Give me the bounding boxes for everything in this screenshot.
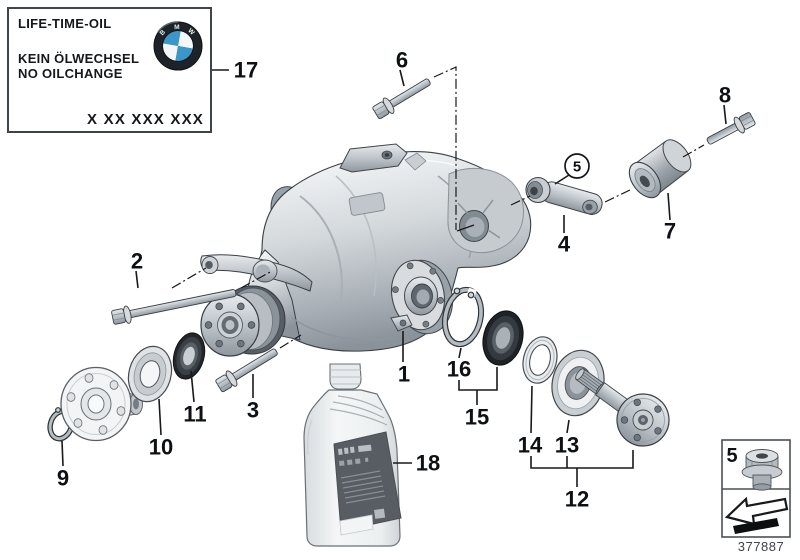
callout-1[interactable]: 1 xyxy=(398,362,410,387)
callout-17[interactable]: 17 xyxy=(234,58,258,83)
diagram-number: 377887 xyxy=(738,539,784,554)
callout-8[interactable]: 8 xyxy=(719,83,731,108)
bmw-letter-w: W xyxy=(186,27,196,37)
callout-15[interactable]: 15 xyxy=(465,405,489,430)
callout-5-number[interactable]: 5 xyxy=(573,159,581,176)
washer-10 xyxy=(127,345,173,403)
housing-left-arm xyxy=(200,254,313,292)
spacer-ring-14 xyxy=(522,336,558,384)
shaft-seal-15 xyxy=(482,310,524,366)
install-direction-arrow-icon xyxy=(724,496,789,534)
callout-7[interactable]: 7 xyxy=(664,219,676,244)
housing-input-flange xyxy=(200,285,286,357)
callout-12[interactable]: 12 xyxy=(565,487,589,512)
snap-ring-16 xyxy=(441,286,485,348)
callout-14[interactable]: 14 xyxy=(518,433,543,458)
label-line-de: KEIN ÖLWECHSEL xyxy=(18,51,139,66)
bracket-4 xyxy=(525,176,603,215)
rubber-mount-7 xyxy=(628,139,692,199)
differential-housing xyxy=(200,143,532,357)
callout-4[interactable]: 4 xyxy=(558,232,571,257)
callout-13[interactable]: 13 xyxy=(555,433,579,458)
callout-6[interactable]: 6 xyxy=(396,48,408,73)
inset-callout-5[interactable]: 5 xyxy=(726,445,737,467)
output-shaft-12 xyxy=(575,368,670,447)
callout-lines xyxy=(61,69,727,487)
label-title: LIFE-TIME-OIL xyxy=(18,16,111,31)
oil-label-box: LIFE-TIME-OIL KEIN ÖLWECHSEL NO OILCHANG… xyxy=(7,7,212,133)
bmw-logo: B M W xyxy=(153,21,203,71)
bmw-letter-m: M xyxy=(174,24,180,31)
callout-3[interactable]: 3 xyxy=(247,398,259,423)
bolt-3 xyxy=(215,348,278,393)
callout-10[interactable]: 10 xyxy=(149,435,173,460)
bmw-letter-b: B xyxy=(159,29,168,37)
label-part-code: X XX XXX XXX xyxy=(87,111,204,128)
bolt-8 xyxy=(706,112,756,145)
bottle-label xyxy=(333,431,402,536)
callout-11[interactable]: 11 xyxy=(183,402,206,427)
inset-reference-box: 5 xyxy=(721,439,791,538)
housing-output-flange xyxy=(390,259,453,335)
drive-flange-10 xyxy=(60,345,173,442)
callout-5-circled[interactable]: 5 xyxy=(564,153,590,179)
assembly-axis-lines xyxy=(171,66,705,349)
callout-16[interactable]: 16 xyxy=(447,357,471,382)
label-line-en: NO OILCHANGE xyxy=(18,66,123,81)
bolt-6 xyxy=(372,78,431,120)
callout-9[interactable]: 9 xyxy=(57,466,69,491)
housing-top-tab xyxy=(339,143,427,173)
housing-rear-bracket xyxy=(447,167,524,254)
drain-plug-icon xyxy=(741,449,783,491)
shaft-seal-11 xyxy=(172,332,206,380)
callout-2[interactable]: 2 xyxy=(131,249,143,274)
bolt-2 xyxy=(111,289,237,325)
oil-bottle-18 xyxy=(303,363,402,547)
callout-18[interactable]: 18 xyxy=(416,451,440,476)
